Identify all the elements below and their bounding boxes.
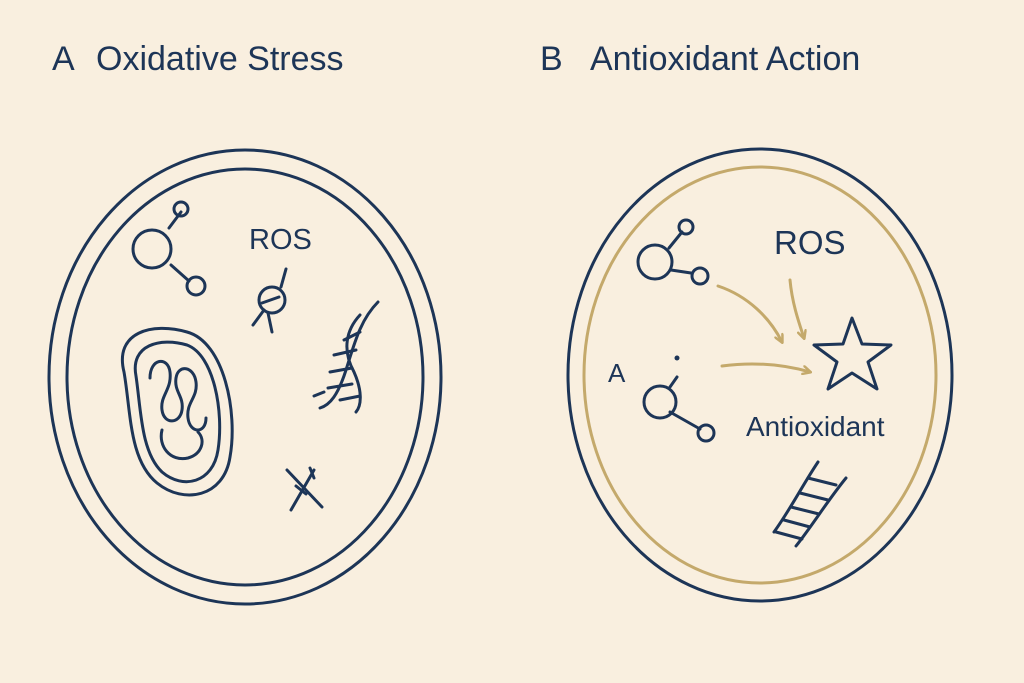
a-label-text: A [608, 358, 626, 388]
molecule-icon [131, 200, 207, 297]
panel-a-title-text: Oxidative Stress [96, 40, 344, 78]
a-label: A [608, 358, 626, 388]
reaction-arrows [716, 278, 810, 372]
antioxidant-molecule-icon [642, 355, 716, 443]
ros-label-b: ROS [774, 224, 846, 261]
panel-a-letter: A [52, 40, 75, 78]
radical-dot [674, 355, 680, 361]
arrow-molecule-to-star [716, 284, 782, 342]
cell-a-outer-membrane [47, 148, 443, 606]
panel-a-title: A Oxidative Stress [52, 40, 344, 78]
neutralized-star-icon [812, 316, 893, 391]
ros-label-a-text: ROS [249, 224, 312, 256]
ros-radical-icon [251, 267, 288, 334]
arrow-ros-to-star [788, 278, 804, 338]
cell-b [566, 147, 954, 603]
panel-b-letter: B [540, 40, 563, 78]
panel-a: A Oxidative Stress ROS [47, 40, 443, 606]
broken-fragment-icon [285, 466, 324, 512]
ros-label-b-text: ROS [774, 224, 846, 261]
cell-b-inner-membrane [582, 165, 938, 585]
molecule-icon-b [636, 218, 710, 286]
cell-a-inner-membrane [65, 167, 425, 587]
mitochondrion-icon [120, 326, 234, 497]
damaged-dna-icon [312, 300, 380, 414]
panel-b-title: B Antioxidant Action [540, 40, 860, 78]
cell-b-outer-membrane [566, 147, 954, 603]
panel-b: B Antioxidant Action ROS A [540, 40, 954, 603]
cell-a [47, 148, 443, 606]
arrow-antioxidant-to-star [720, 362, 810, 372]
antioxidant-label: Antioxidant [746, 411, 885, 442]
antioxidant-label-text: Antioxidant [746, 411, 885, 442]
panel-b-title-text: Antioxidant Action [590, 40, 860, 78]
dna-icon [772, 460, 848, 548]
ros-label-a: ROS [249, 224, 312, 256]
